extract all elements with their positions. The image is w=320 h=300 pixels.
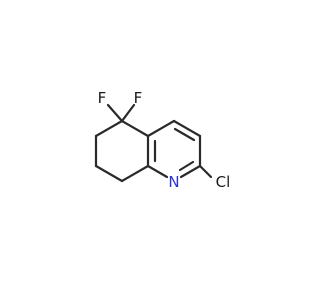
bond-c2-cl (198, 164, 213, 179)
molecule-structure: F F N Cl (94, 89, 231, 191)
bond-n-c8a (146, 164, 169, 179)
bond-c4-c3-inner (173, 127, 196, 142)
bond-c4a-c5 (120, 119, 150, 138)
bond-c2-n (179, 164, 202, 179)
bond-c5-f2 (120, 103, 136, 123)
molecule-canvas: F F N Cl (94, 89, 231, 191)
bond-c5-f1 (106, 103, 124, 123)
atom-label-f1: F (98, 89, 107, 107)
bond-c7-c8 (94, 164, 124, 183)
bond-c4a-c4 (146, 119, 176, 138)
atom-label-cl: Cl (216, 173, 231, 191)
bond-c8-c8a (120, 164, 150, 183)
atom-label-f2: F (134, 89, 143, 107)
bond-c2-n-inner (178, 160, 195, 172)
bond-c4-c3 (172, 119, 202, 138)
atom-label-n: N (168, 173, 179, 191)
bond-c5-c6 (94, 119, 124, 138)
